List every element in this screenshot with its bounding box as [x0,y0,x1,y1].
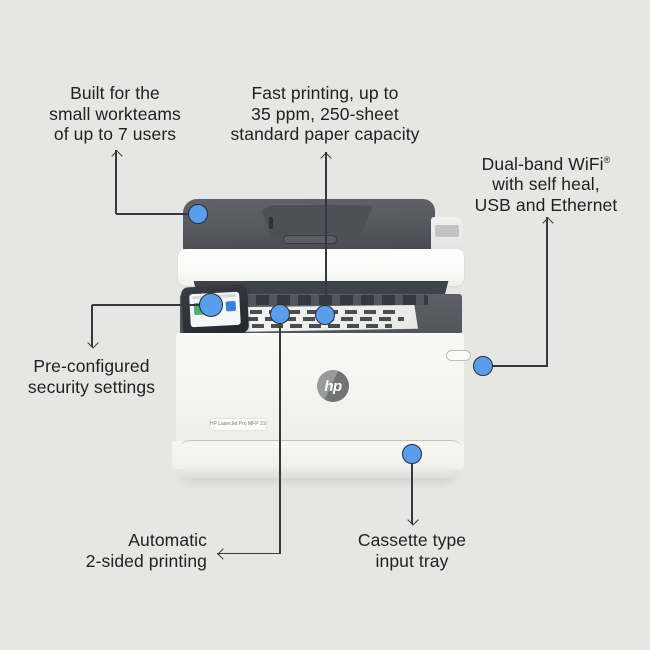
callout-text-line: USB and Ethernet [474,194,618,215]
callout-workteams: Built for the small workteams of up to 7… [20,83,210,145]
marker-dot-security [199,293,223,317]
callout-text-line: Cassette type [357,530,467,550]
hp-logo-text: hp [324,377,342,395]
connector-line-duplex-v [279,314,281,554]
cassette-tray-seam [180,440,462,453]
printer-front-body: hp HP LaserJet Pro MFP 3102fdw [176,333,471,442]
marker-dot-duplex [270,304,290,324]
adf-tray-extension [283,235,337,244]
callout-text-line: with self heal, [492,174,600,195]
callout-text-line: of up to 7 users [53,124,177,144]
marker-dot-wifi [473,356,493,376]
callout-text-line: 35 ppm, 250-sheet [251,103,399,124]
registered-mark: ® [603,155,611,165]
callout-text-line: Automatic [128,530,207,550]
marker-dot-workteams [188,204,208,224]
wifi-text: Dual-band WiFi [481,153,604,174]
connector-line-workteams-v [115,150,117,214]
connector-line-workteams-h [116,213,196,215]
scanner-underside-shadow [193,281,449,296]
front-door-handle [446,350,471,361]
callout-text-line: standard paper capacity [230,124,420,144]
hp-logo: hp [317,370,349,402]
callout-duplex: Automatic 2-sided printing [27,530,207,571]
marker-dot-fast-printing [315,305,335,325]
screen-app-icon [225,300,237,312]
connector-line-security-h [92,304,210,306]
printer-scanner-unit [178,249,464,286]
printer-adf-lid [183,199,435,257]
connector-line-security-v [91,305,93,347]
printer-model-label: HP LaserJet Pro MFP 3102fdw [209,418,267,431]
callout-text-line: 2-sided printing [85,550,207,571]
callout-security: Pre-configured security settings [0,356,183,397]
connector-line-fast-printing [325,152,327,315]
adf-output-catch-inset [435,225,459,237]
connector-line-duplex-h [217,552,280,554]
printed-text-line [252,324,392,328]
callout-text-line: Built for the [70,83,160,103]
callout-text-line: security settings [27,376,156,397]
callout-cassette: Cassette type input tray [322,530,502,571]
adf-input-tray [261,204,373,238]
callout-text-line: input tray [375,550,449,571]
printer-base-foot [181,469,455,478]
callout-wifi: Dual-band WiFi® with self heal, USB and … [446,150,646,215]
callout-text-line: Fast printing, up to [251,83,399,103]
connector-line-wifi-h [483,365,547,367]
callout-text-line: small workteams [49,103,181,124]
marker-dot-cassette [402,444,422,464]
callout-text-line: Pre-configured [33,356,150,376]
connector-line-cassette [411,454,413,524]
output-vent-strip [214,295,428,305]
connector-line-wifi-v [546,217,548,367]
adf-paper-guide [269,217,273,229]
callout-text-line: Dual-band WiFi® [446,150,646,174]
adf-output-catch [431,217,463,255]
callout-fast-printing: Fast printing, up to 35 ppm, 250-sheet s… [213,83,437,145]
